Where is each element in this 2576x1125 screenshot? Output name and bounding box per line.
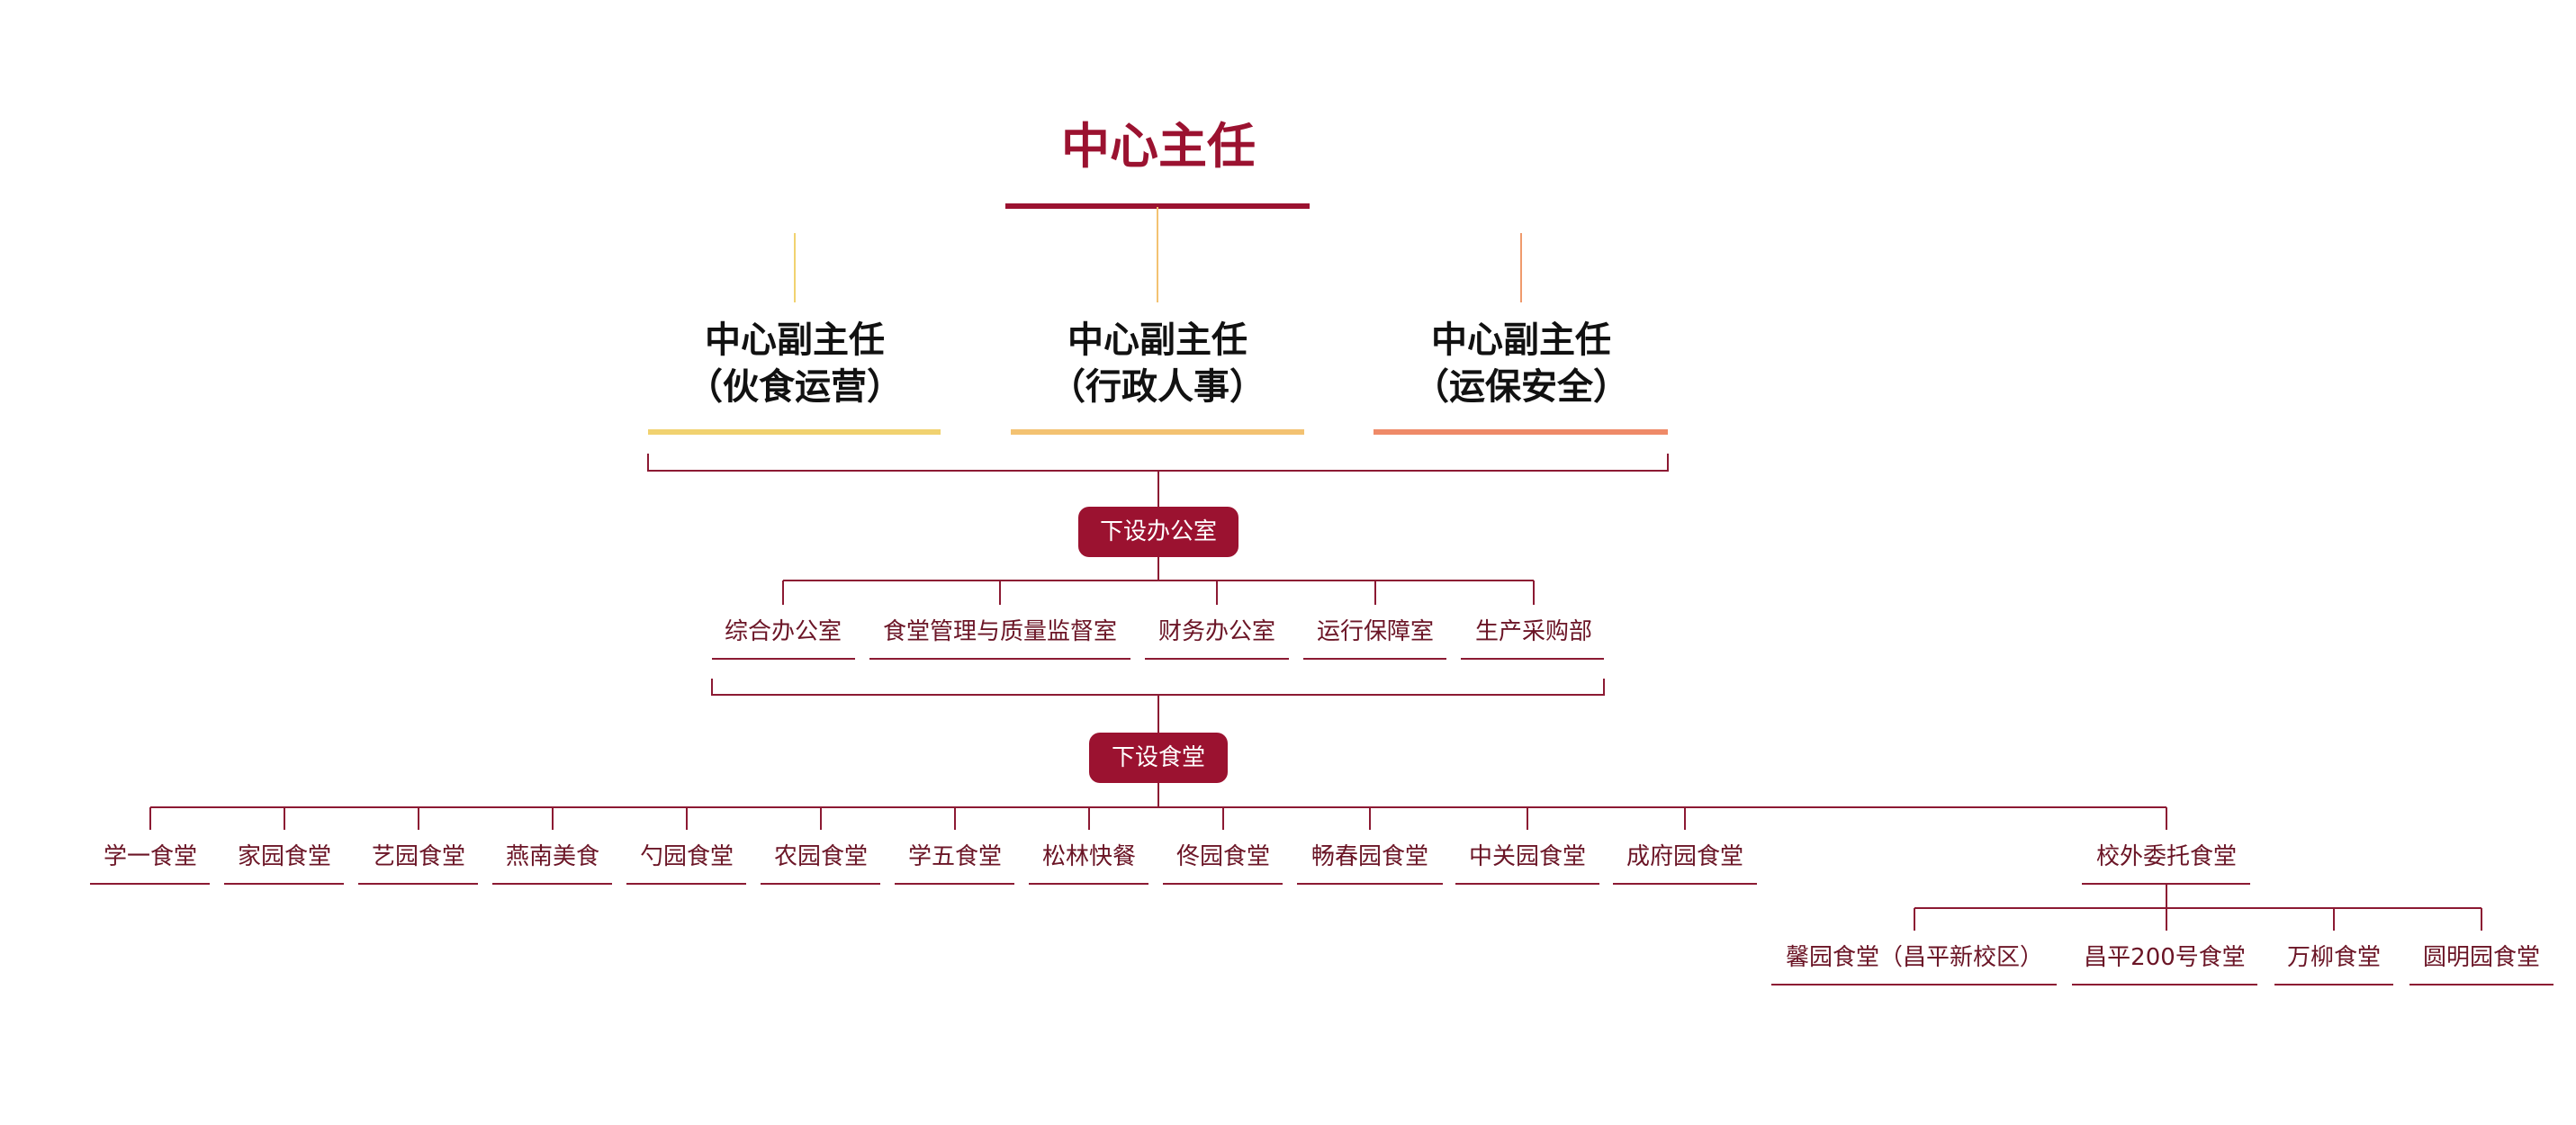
- canteen-item: 学一食堂: [103, 843, 198, 870]
- canteen-badge: 下设食堂: [1089, 733, 1228, 783]
- deputy-title: 中心副主任: [705, 320, 885, 361]
- canteen-item: 燕南美食: [505, 843, 600, 870]
- office-item: 财务办公室: [1157, 618, 1276, 645]
- canteen-item: 佟园食堂: [1175, 843, 1271, 870]
- canteen-item: 家园食堂: [237, 843, 332, 870]
- outsourced-item: 馨园食堂（昌平新校区）: [1785, 944, 2044, 971]
- canteen-item: 畅春园食堂: [1311, 843, 1429, 870]
- deputy-title: 中心副主任: [1431, 320, 1611, 361]
- canteen-item: 成府园食堂: [1626, 843, 1744, 870]
- office-item: 生产采购部: [1474, 618, 1593, 645]
- offices-bracket: [711, 679, 1605, 733]
- office-badge: 下设办公室: [1078, 507, 1238, 557]
- canteen-item: 艺园食堂: [371, 843, 466, 870]
- outsourced-item: 昌平200号食堂: [2084, 944, 2246, 971]
- canteen-item: 农园食堂: [773, 843, 869, 870]
- outsourced-canteens-label: 校外委托食堂: [2095, 843, 2238, 870]
- office-item: 食堂管理与质量监督室: [882, 618, 1118, 645]
- canteen-item: 勺园食堂: [639, 843, 734, 870]
- deputy-division: （伙食运营）: [687, 366, 903, 408]
- canteen-item: 松林快餐: [1041, 843, 1137, 870]
- outsourced-tree: [1914, 884, 2482, 931]
- canteen-tree: [149, 782, 2167, 830]
- canteen-item: 学五食堂: [907, 843, 1003, 870]
- deputy-catering: 中心副主任 （伙食运营）: [687, 317, 903, 410]
- deputy-division: （运保安全）: [1413, 366, 1629, 408]
- director-title: 中心主任: [1061, 118, 1256, 175]
- outsourced-item: 万柳食堂: [2286, 944, 2382, 971]
- office-item: 运行保障室: [1316, 618, 1435, 645]
- office-tree: [782, 556, 1535, 605]
- deputy-title: 中心副主任: [1067, 320, 1247, 361]
- deputy-admin-hr: 中心副主任 （行政人事）: [1049, 317, 1265, 410]
- deputy-security: 中心副主任 （运保安全）: [1413, 317, 1629, 410]
- deputy-division: （行政人事）: [1049, 366, 1265, 408]
- deputies-bracket: [647, 454, 1669, 507]
- outsourced-item: 圆明园食堂: [2422, 944, 2541, 971]
- office-item: 综合办公室: [724, 618, 842, 645]
- canteen-item: 中关园食堂: [1468, 843, 1587, 870]
